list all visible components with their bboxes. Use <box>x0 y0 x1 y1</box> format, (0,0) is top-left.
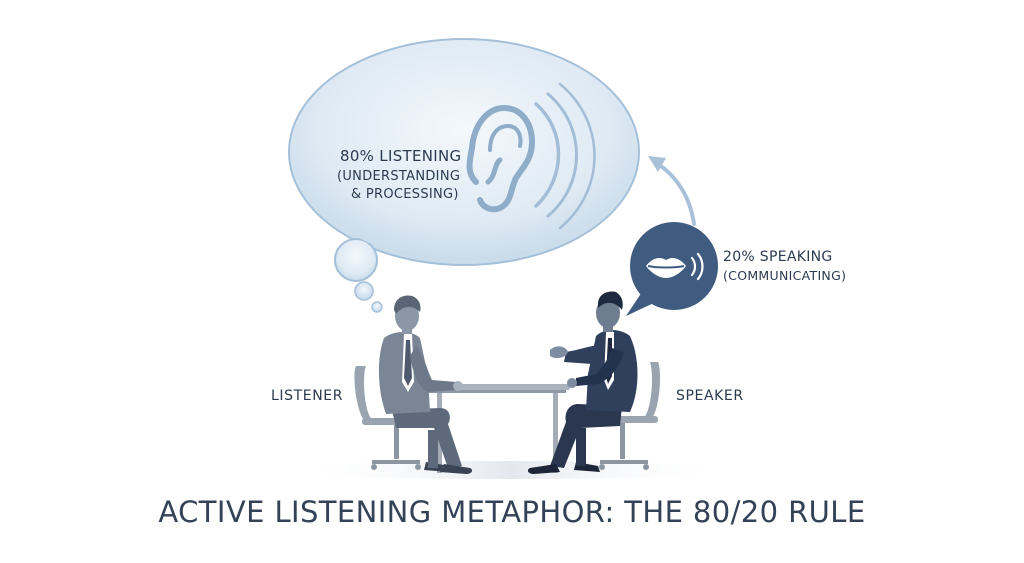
speaker-figure <box>527 291 638 474</box>
sound-waves-icon <box>534 82 596 230</box>
listener-figure <box>378 295 473 474</box>
speaking-heading: 20% SPEAKING <box>723 249 833 265</box>
listening-detail-line1: (UNDERSTANDING <box>337 169 461 184</box>
floor-shadow <box>290 461 730 479</box>
ear-icon <box>466 105 535 213</box>
curved-arrow-icon <box>648 156 696 226</box>
speech-waves-icon <box>690 252 704 281</box>
lips-icon <box>646 258 686 278</box>
speaker-label: SPEAKER <box>676 388 744 404</box>
thought-dot-small <box>371 301 383 313</box>
speech-bubble <box>626 222 718 316</box>
thought-dot-large <box>354 281 374 301</box>
page-title: ACTIVE LISTENING METAPHOR: THE 80/20 RUL… <box>158 495 866 529</box>
listener-label: LISTENER <box>271 388 344 404</box>
speaking-detail: (COMMUNICATING) <box>723 268 847 283</box>
listening-detail-line2: & PROCESSING) <box>351 187 459 202</box>
listening-heading: 80% LISTENING <box>340 147 462 165</box>
